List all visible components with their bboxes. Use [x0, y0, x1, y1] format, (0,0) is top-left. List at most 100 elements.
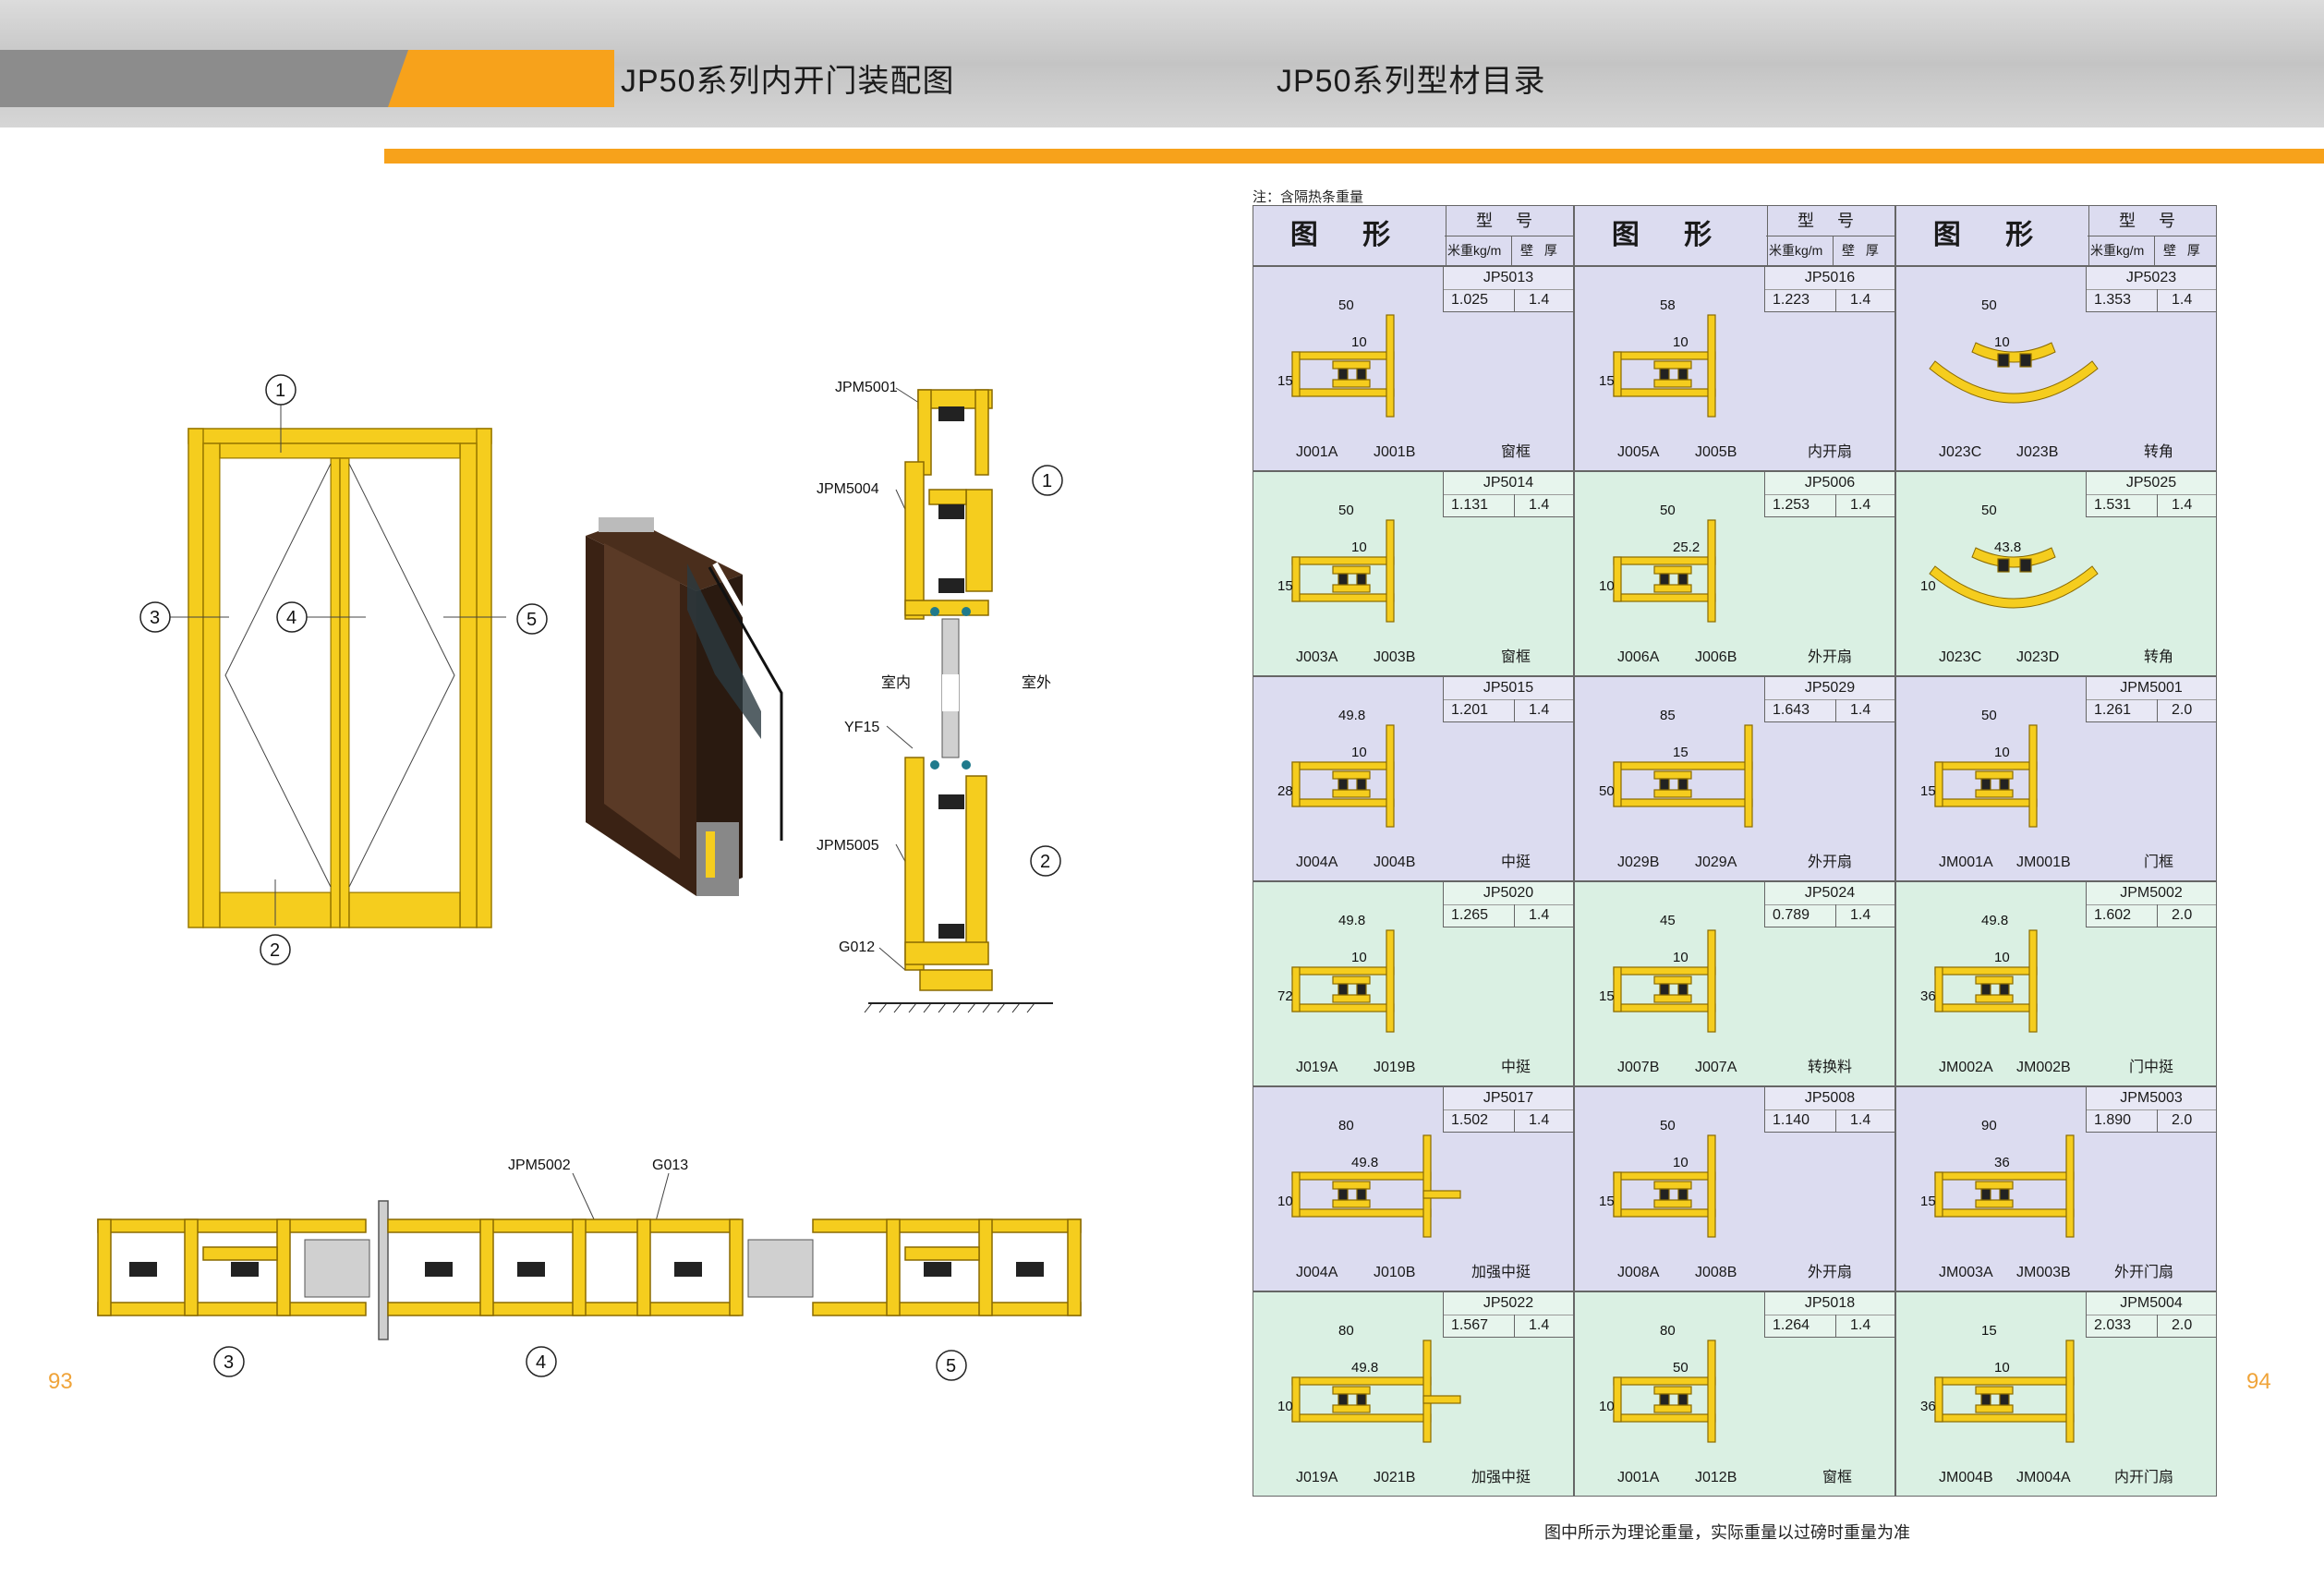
- header-figure: 图 形: [1575, 206, 1768, 265]
- label-yf15: YF15: [844, 720, 879, 735]
- model-code: JP5014: [1443, 472, 1573, 495]
- profile-name: 加强中挺: [1471, 1470, 1531, 1485]
- label-jpm5005: JPM5005: [817, 838, 879, 854]
- wall-thickness: 1.4: [1529, 1112, 1550, 1128]
- wall-thickness: 1.4: [1529, 907, 1550, 923]
- part-code-a: J006A: [1617, 649, 1660, 665]
- dimension-label: 10: [1351, 745, 1367, 760]
- meter-weight: 0.789: [1773, 907, 1810, 923]
- bottom-callout-4: 4: [536, 1352, 546, 1373]
- model-code: JP5013: [1443, 267, 1573, 290]
- dimension-label: 50: [1660, 503, 1676, 518]
- part-code-a: J004A: [1296, 855, 1338, 870]
- door-elevation: 1 2 3 4 5: [139, 374, 548, 965]
- header-model: 型 号: [2088, 206, 2216, 236]
- part-code-a: J003A: [1296, 649, 1338, 665]
- model-code: JP5029: [1764, 677, 1894, 700]
- wall-thickness: 1.4: [1529, 497, 1550, 513]
- part-code-a: JM002A: [1939, 1060, 1993, 1075]
- model-code: JP5015: [1443, 677, 1573, 700]
- part-code-b: J006B: [1695, 649, 1737, 665]
- profile-name: 中挺: [1500, 855, 1531, 870]
- header-figure: 图 形: [1896, 206, 2089, 265]
- page-title-right: JP50系列型材目录: [1277, 64, 1546, 99]
- part-code-a: J019A: [1296, 1470, 1338, 1485]
- wall-thickness: 1.4: [1850, 1317, 1871, 1333]
- dimension-label: 36: [1920, 988, 1936, 1004]
- model-code: JP5017: [1443, 1087, 1573, 1110]
- dimension-label: 25.2: [1673, 539, 1700, 555]
- header-model: 型 号: [1445, 206, 1573, 236]
- dimension-label: 49.8: [1981, 913, 2008, 928]
- profile-3d-render: [586, 517, 792, 896]
- wall-thickness: 1.4: [1529, 702, 1550, 718]
- dimension-label: 50: [1981, 503, 1997, 518]
- part-code-a: J004A: [1296, 1265, 1338, 1280]
- dimension-label: 85: [1660, 708, 1676, 723]
- part-code-a: J008A: [1617, 1265, 1660, 1280]
- meter-weight: 1.140: [1773, 1112, 1810, 1128]
- wall-thickness: 2.0: [2172, 702, 2193, 718]
- model-code: JP5016: [1764, 267, 1894, 290]
- profile-name: 中挺: [1500, 1060, 1531, 1075]
- header-orange-tab: [388, 50, 614, 107]
- dimension-label: 36: [1994, 1155, 2010, 1170]
- callout-3: 3: [150, 608, 160, 628]
- dimension-label: 90: [1981, 1118, 1997, 1133]
- model-specs: 1.502 1.4: [1443, 1109, 1573, 1133]
- part-code-a: JM003A: [1939, 1265, 1993, 1280]
- dimension-label: 15: [1599, 1194, 1615, 1209]
- part-code-b: J012B: [1695, 1470, 1737, 1485]
- bottom-callout-3: 3: [224, 1352, 234, 1373]
- part-code-b: J023D: [2016, 649, 2060, 665]
- dimension-label: 10: [1673, 950, 1689, 965]
- header-gray-strip: [0, 50, 416, 107]
- meter-weight: 1.502: [1451, 1112, 1489, 1128]
- profile-name: 外开扇: [1807, 1265, 1852, 1280]
- model-code: JP5025: [2086, 472, 2216, 495]
- wall-thickness: 1.4: [1850, 292, 1871, 308]
- dimension-label: 49.8: [1351, 1360, 1378, 1376]
- dimension-label: 50: [1338, 297, 1354, 313]
- model-code: JP5006: [1764, 472, 1894, 495]
- callout-2: 2: [270, 940, 280, 961]
- part-code-b: J010B: [1374, 1265, 1416, 1280]
- profile-name: 外开扇: [1807, 649, 1852, 665]
- dimension-label: 10: [1673, 1155, 1689, 1170]
- model-code: JP5008: [1764, 1087, 1894, 1110]
- wall-thickness: 1.4: [1529, 1317, 1550, 1333]
- part-code-a: J029B: [1617, 855, 1660, 870]
- part-code-b: J019B: [1374, 1060, 1416, 1075]
- meter-weight: 1.531: [2094, 497, 2132, 513]
- dimension-label: 15: [1920, 783, 1936, 799]
- meter-weight: 1.264: [1773, 1317, 1810, 1333]
- part-code-a: J001A: [1296, 444, 1338, 460]
- part-code-a: J005A: [1617, 444, 1660, 460]
- label-g012: G012: [839, 939, 875, 955]
